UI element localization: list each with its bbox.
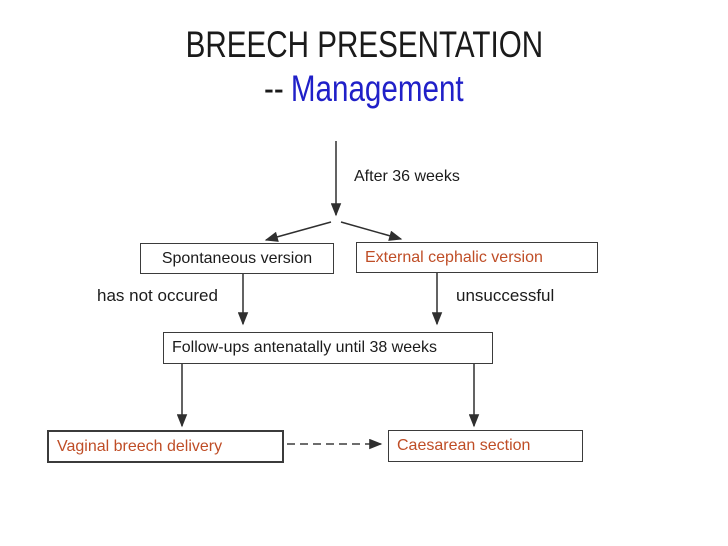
label-has-not-occured: has not occured — [97, 286, 218, 305]
node-external-cephalic-version: External cephalic version — [356, 242, 598, 273]
node-vaginal-breech-delivery-label: Vaginal breech delivery — [57, 437, 223, 455]
subtitle-text-wrap: --Management — [264, 70, 464, 107]
node-spontaneous-version-label: Spontaneous version — [161, 249, 313, 267]
label-after-36-weeks: After 36 weeks — [354, 168, 460, 185]
node-vaginal-breech-delivery: Vaginal breech delivery — [47, 430, 284, 463]
title-line1-text: BREECH PRESENTATION — [185, 24, 543, 65]
subtitle-dashes: -- — [264, 68, 284, 109]
page-subtitle: --Management — [0, 70, 728, 107]
node-followups-label: Follow-ups antenatally until 38 weeks — [172, 339, 438, 356]
label-unsuccessful: unsuccessful — [456, 286, 555, 305]
node-external-cephalic-version-label: External cephalic version — [365, 248, 543, 266]
page-title: BREECH PRESENTATION — [0, 26, 728, 63]
subtitle-word: Management — [291, 68, 464, 109]
node-spontaneous-version: Spontaneous version — [140, 243, 334, 274]
arrow-branch-to-spontaneous — [264, 221, 332, 242]
arrow-branch-to-external — [340, 221, 403, 241]
node-followups-until-38-weeks: Follow-ups antenatally until 38 weeks — [163, 332, 493, 364]
node-caesarean-section: Caesarean section — [388, 430, 583, 462]
node-caesarean-section-label: Caesarean section — [397, 437, 531, 454]
